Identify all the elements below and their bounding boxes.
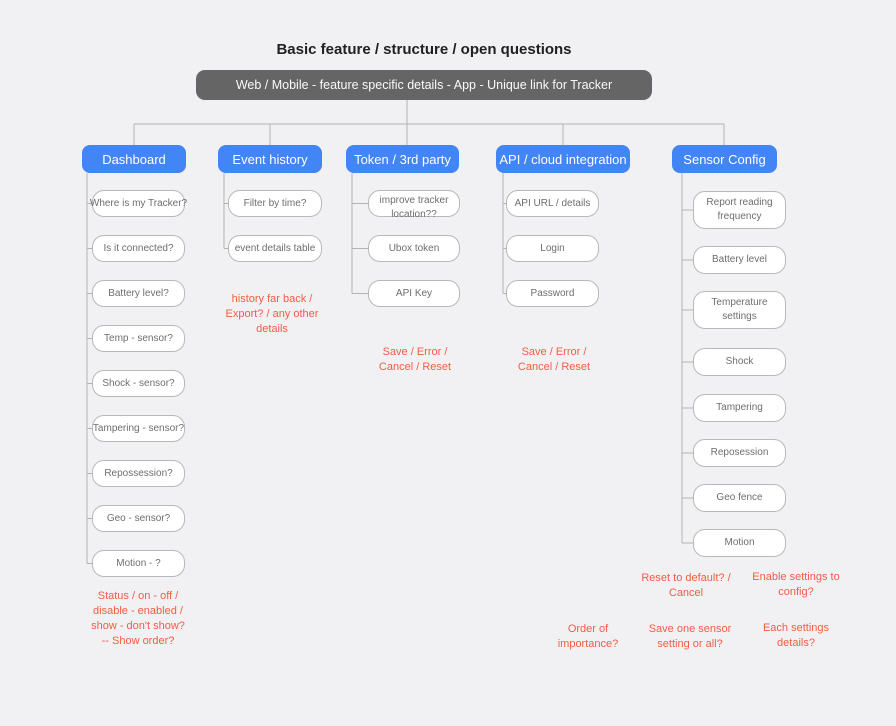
node-geo-fence[interactable]: Geo fence	[693, 484, 786, 512]
node-login[interactable]: Login	[506, 235, 599, 262]
node-ubox-token[interactable]: Ubox token	[368, 235, 460, 262]
footnote-1[interactable]: Reset to default? / Cancel	[641, 572, 731, 599]
node-reposession[interactable]: Reposession	[693, 439, 786, 467]
footnote-5[interactable]: Each settings details?	[762, 622, 830, 649]
node-api-key[interactable]: API Key	[368, 280, 460, 307]
node-geo-sensor[interactable]: Geo - sensor?	[92, 505, 185, 532]
node-motion[interactable]: Motion	[693, 529, 786, 557]
node-password[interactable]: Password	[506, 280, 599, 307]
node-tampering[interactable]: Tampering	[693, 394, 786, 422]
branch-dashboard[interactable]: Dashboard	[82, 145, 186, 173]
node-report-reading-frequency[interactable]: Report reading frequency	[693, 191, 786, 229]
node-battery-level[interactable]: Battery level	[693, 246, 786, 274]
footnote-2[interactable]: Enable settings to config?	[752, 571, 840, 598]
branch-note-token-3rd-party[interactable]: Save / Error / Cancel / Reset	[378, 346, 452, 373]
branch-api-cloud-integration[interactable]: API / cloud integration	[496, 145, 630, 173]
branch-note-event-history[interactable]: history far back / Export? / any other d…	[225, 293, 319, 335]
node-shock[interactable]: Shock	[693, 348, 786, 376]
node-motion[interactable]: Motion - ?	[92, 550, 185, 577]
footnote-4[interactable]: Save one sensor setting or all?	[648, 623, 732, 650]
node-where-is-my-tracker[interactable]: Where is my Tracker?	[90, 190, 187, 217]
node-temp-sensor[interactable]: Temp - sensor?	[92, 325, 185, 352]
node-is-it-connected[interactable]: Is it connected?	[92, 235, 185, 262]
node-filter-by-time[interactable]: Filter by time?	[228, 190, 322, 217]
node-shock-sensor[interactable]: Shock - sensor?	[92, 370, 185, 397]
node-tampering-sensor[interactable]: Tampering - sensor?	[92, 415, 185, 442]
branch-note-dashboard[interactable]: Status / on - off / disable - enabled / …	[91, 590, 185, 647]
branch-event-history[interactable]: Event history	[218, 145, 322, 173]
node-api-url-details[interactable]: API URL / details	[506, 190, 599, 217]
node-repossession[interactable]: Repossession?	[92, 460, 185, 487]
branch-token-3rd-party[interactable]: Token / 3rd party	[346, 145, 459, 173]
footnote-3[interactable]: Order of importance?	[557, 623, 619, 650]
node-event-details-table[interactable]: event details table	[228, 235, 322, 262]
branch-note-api-cloud-integration[interactable]: Save / Error / Cancel / Reset	[517, 346, 591, 373]
diagram-title[interactable]: Basic feature / structure / open questio…	[276, 41, 572, 58]
branch-sensor-config[interactable]: Sensor Config	[672, 145, 777, 173]
node-battery-level[interactable]: Battery level?	[92, 280, 185, 307]
node-temperature-settings[interactable]: Temperature settings	[693, 291, 786, 329]
node-improve-tracker-location[interactable]: improve tracker location??	[368, 190, 460, 220]
root-node[interactable]: Web / Mobile - feature specific details …	[196, 70, 652, 100]
